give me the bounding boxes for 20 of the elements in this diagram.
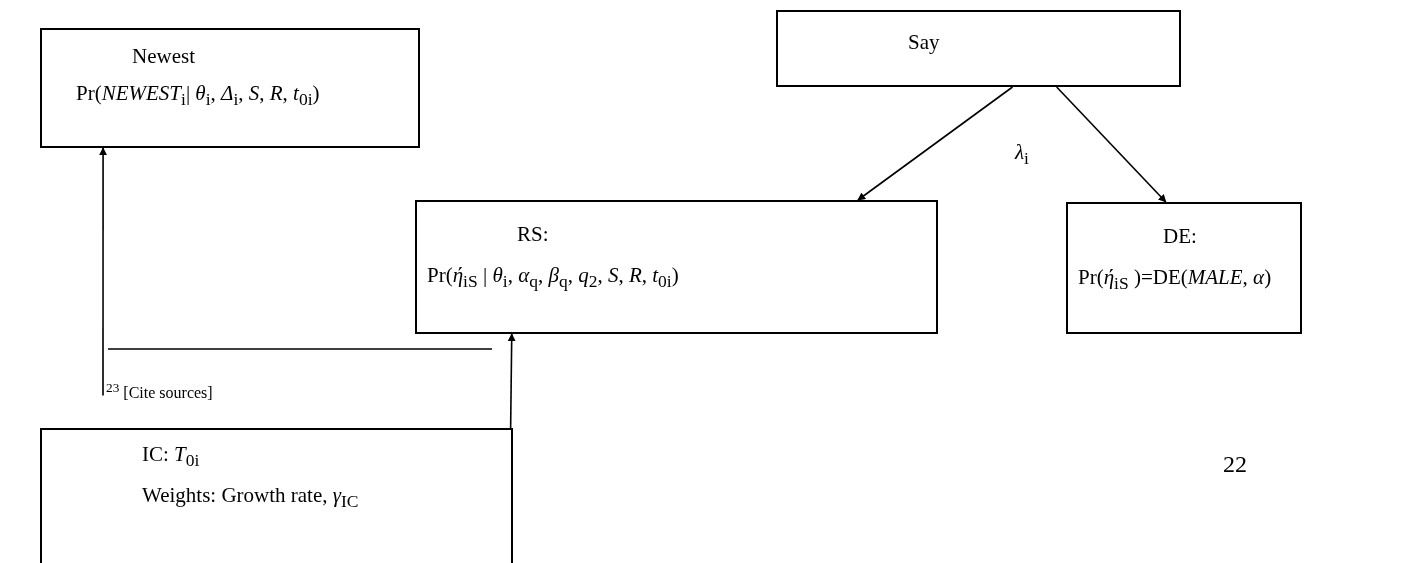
box-heading: RS: <box>517 222 549 246</box>
footnote-text: $^{23}$ [Cite sources] <box>106 380 213 403</box>
box-heading: Newest <box>132 44 195 68</box>
arrow <box>857 86 1014 201</box>
box-text: Say <box>908 30 940 54</box>
box-text: Pr(NEWEST$_{i}$| θ$_{i}$, Δ$_{i}$, S, R, t$_{0i}$) <box>76 81 320 106</box>
arrow <box>507 333 516 429</box>
arrow <box>1055 86 1167 203</box>
box-text: Weights: Growth rate, γ$_{IC}$ <box>142 483 359 508</box>
process-box <box>776 10 1181 87</box>
box-heading: DE: <box>1163 224 1197 248</box>
process-box <box>415 200 938 334</box>
arrow <box>99 147 108 397</box>
process-box <box>40 428 513 563</box>
box-heading: IC: T$_{0i}$ <box>142 442 200 466</box>
page-number: 22 <box>1223 450 1247 479</box>
box-text: Pr(ή$_{iS}$ )=DE(MALE, α) <box>1078 265 1272 290</box>
process-box <box>1066 202 1302 334</box>
process-box <box>40 28 420 148</box>
variable-label: λ$_{i}$ <box>1015 140 1029 170</box>
